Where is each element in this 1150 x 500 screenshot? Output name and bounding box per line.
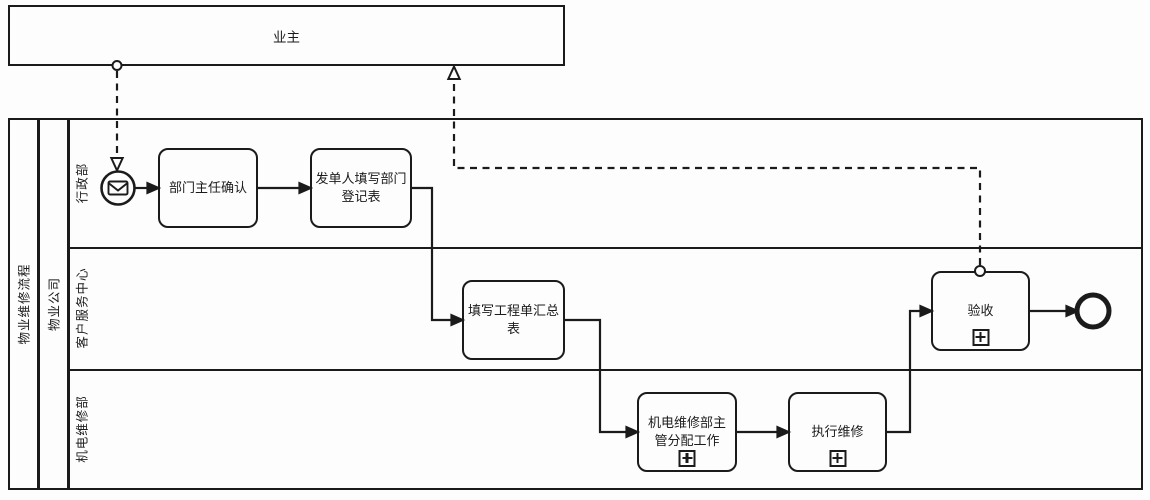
subprocess-plus-icon[interactable]	[678, 449, 696, 467]
task-label: 部门主任确认	[168, 180, 247, 196]
subprocess-plus-icon[interactable]	[829, 449, 846, 467]
task-acceptance[interactable]: 验收	[931, 271, 1030, 351]
pool-divider-company	[67, 118, 70, 490]
task-label: 机电维修部主 管分配工作	[647, 415, 726, 448]
pool-company-label: 物业公司	[47, 276, 61, 332]
pool-process-label: 物业维修流程	[17, 263, 32, 345]
lane-label-maintenance: 机电维修部	[75, 395, 90, 463]
lane-divider-1	[69, 246, 1143, 249]
task-fill-engineering-summary[interactable]: 填写工程单汇总 表	[462, 280, 565, 360]
task-department-director-confirm[interactable]: 部门主任确认	[158, 148, 258, 228]
task-label: 验收	[967, 303, 994, 319]
task-label: 填写工程单汇总 表	[467, 303, 559, 336]
pool-divider-process	[37, 118, 40, 490]
task-label: 执行维修	[811, 424, 864, 440]
task-label: 发单人填写部门 登记表	[315, 171, 407, 204]
pool-owner: 业主	[8, 5, 565, 66]
lane-label-admin: 行政部	[75, 162, 90, 204]
pool-owner-label: 业主	[273, 29, 300, 45]
subprocess-plus-icon[interactable]	[972, 328, 989, 346]
task-fill-department-register[interactable]: 发单人填写部门 登记表	[310, 148, 412, 228]
lane-label-customer-service: 客户服务中心	[75, 267, 90, 349]
task-supervisor-assign-work[interactable]: 机电维修部主 管分配工作	[637, 392, 737, 472]
task-execute-repair[interactable]: 执行维修	[788, 392, 887, 472]
lane-divider-2	[69, 368, 1143, 371]
